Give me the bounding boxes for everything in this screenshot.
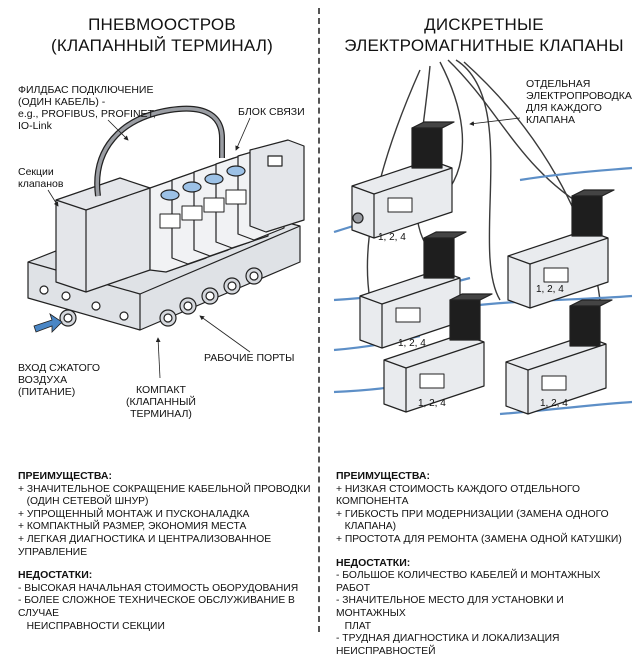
list-item: + ЗНАЧИТЕЛЬНОЕ СОКРАЩЕНИЕ КАБЕЛЬНОЙ ПРОВ… <box>18 483 311 495</box>
port-mark-4: 1, 2, 4 <box>418 398 446 409</box>
air-inlet-arrow <box>33 313 63 333</box>
valve-terminal-summary: ПРЕИМУЩЕСТВА: + ЗНАЧИТЕЛЬНОЕ СОКРАЩЕНИЕ … <box>18 470 314 633</box>
disadvantages-list: - ВЫСОКАЯ НАЧАЛЬНАЯ СТОИМОСТЬ ОБОРУДОВАН… <box>18 583 314 633</box>
disadvantages-heading: НЕДОСТАТКИ: <box>18 569 93 582</box>
list-item: + ГИБКОСТЬ ПРИ МОДЕРНИЗАЦИИ (ЗАМЕНА ОДНО… <box>336 508 609 520</box>
advantages-list: + НИЗКАЯ СТОИМОСТЬ КАЖДОГО ОТДЕЛЬНОГО КО… <box>336 484 634 547</box>
list-item: + ПРОСТОТА ДЛЯ РЕМОНТА (ЗАМЕНА ОДНОЙ КАТ… <box>336 533 622 545</box>
list-item: - ВЫСОКАЯ НАЧАЛЬНАЯ СТОИМОСТЬ ОБОРУДОВАН… <box>18 582 299 594</box>
compact-label: КОМПАКТ (КЛАПАННЫЙ ТЕРМИНАЛ) <box>126 384 196 420</box>
port-mark-5: 1, 2, 4 <box>540 398 568 409</box>
valve-terminal-title: ПНЕВМООСТРОВ (КЛАПАННЫЙ ТЕРМИНАЛ) <box>50 15 274 55</box>
advantages-heading: ПРЕИМУЩЕСТВА: <box>18 470 112 482</box>
list-item: НЕИСПРАВНОСТИ СЕКЦИИ <box>18 620 165 632</box>
advantages-list: + ЗНАЧИТЕЛЬНОЕ СОКРАЩЕНИЕ КАБЕЛЬНОЙ ПРОВ… <box>18 484 314 560</box>
discrete-valves-summary: ПРЕИМУЩЕСТВА: + НИЗКАЯ СТОИМОСТЬ КАЖДОГО… <box>336 470 634 658</box>
list-item: + КОМПАКТНЫЙ РАЗМЕР, ЭКОНОМИЯ МЕСТА <box>18 521 247 533</box>
wiring-label: ОТДЕЛЬНАЯ ЭЛЕКТРОПРОВОДКА ДЛЯ КАЖДОГО КЛ… <box>526 78 632 126</box>
valve-sections-label: Секции клапанов <box>18 166 64 190</box>
disadvantages-list: - БОЛЬШОЕ КОЛИЧЕСТВО КАБЕЛЕЙ И МОНТАЖНЫХ… <box>336 570 634 658</box>
list-item: + УПРОЩЕННЫЙ МОНТАЖ И ПУСКОНАЛАДКА <box>18 508 250 520</box>
valve-terminal-drawing <box>27 105 305 331</box>
port-mark-3: 1, 2, 4 <box>398 338 426 349</box>
list-item: ПЛАТ <box>336 620 372 632</box>
list-item: - ЗНАЧИТЕЛЬНОЕ МЕСТО ДЛЯ УСТАНОВКИ И МОН… <box>336 595 564 619</box>
center-divider <box>318 8 320 632</box>
list-item: - БОЛЬШОЕ КОЛИЧЕСТВО КАБЕЛЕЙ И МОНТАЖНЫХ… <box>336 570 601 594</box>
list-item: (ОДИН СЕТЕВОЙ ШНУР) <box>18 496 149 508</box>
list-item: - ТРУДНАЯ ДИАГНОСТИКА И ЛОКАЛИЗАЦИЯ НЕИС… <box>336 633 560 657</box>
port-mark-2: 1, 2, 4 <box>536 284 564 295</box>
discrete-valves-title: ДИСКРЕТНЫЕ ЭЛЕКТРОМАГНИТНЫЕ КЛАПАНЫ <box>344 15 624 55</box>
list-item: КЛАПАНА) <box>336 521 397 533</box>
list-item: - БОЛЕЕ СЛОЖНОЕ ТЕХНИЧЕСКОЕ ОБСЛУЖИВАНИЕ… <box>18 595 295 619</box>
comm-block-label: БЛОК СВЯЗИ <box>238 106 305 118</box>
illustration <box>27 59 633 416</box>
advantages-heading: ПРЕИМУЩЕСТВА: <box>336 470 430 482</box>
air-inlet-label: ВХОД СЖАТОГО ВОЗДУХА (ПИТАНИЕ) <box>18 362 100 398</box>
work-ports-label: РАБОЧИЕ ПОРТЫ <box>204 352 295 364</box>
disadvantages-heading: НЕДОСТАТКИ: <box>336 556 411 569</box>
discrete-valves-drawing <box>333 59 633 416</box>
fieldbus-label: ФИЛДБАС ПОДКЛЮЧЕНИЕ (ОДИН КАБЕЛЬ) - e.g.… <box>18 84 156 132</box>
port-mark-1: 1, 2, 4 <box>378 232 406 243</box>
list-item: + ЛЕГКАЯ ДИАГНОСТИКА И ЦЕНТРАЛИЗОВАННОЕ … <box>18 533 272 558</box>
list-item: + НИЗКАЯ СТОИМОСТЬ КАЖДОГО ОТДЕЛЬНОГО КО… <box>336 483 581 508</box>
